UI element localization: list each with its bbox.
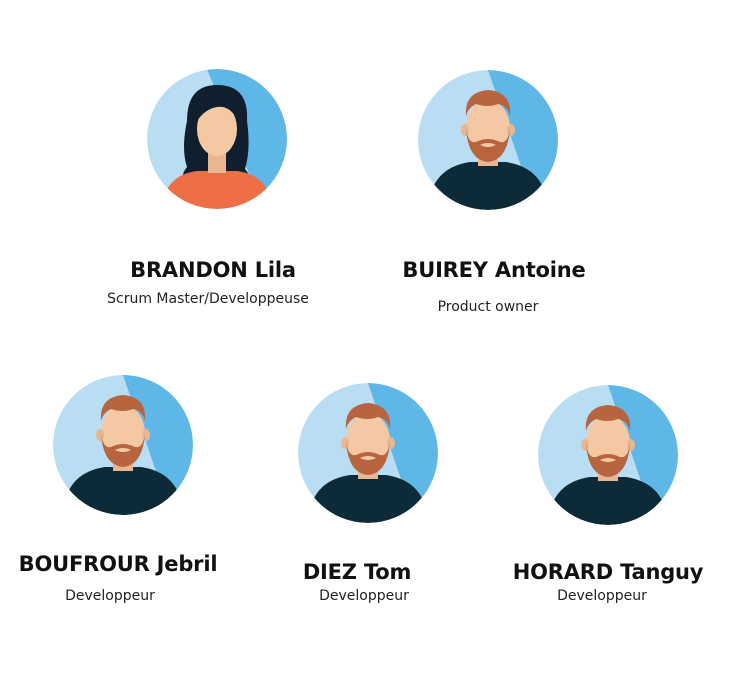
member-name: BUIREY Antoine: [402, 258, 586, 282]
male-bearded-avatar-icon: [418, 70, 558, 210]
female-avatar-icon: [147, 69, 287, 209]
member-role: Developpeur: [557, 588, 647, 604]
male-bearded-avatar-icon: [298, 383, 438, 523]
member-role: Product owner: [437, 299, 539, 315]
member-name: DIEZ Tom: [302, 560, 412, 584]
male-bearded-avatar-icon: [538, 385, 678, 525]
member-role: Developpeur: [319, 588, 409, 604]
member-name: BOUFROUR Jebril: [18, 552, 218, 576]
member-role: Developpeur: [65, 588, 155, 604]
member-name: HORARD Tanguy: [512, 560, 704, 584]
male-bearded-avatar-icon: [53, 375, 193, 515]
member-name: BRANDON Lila: [130, 258, 296, 282]
member-role: Scrum Master/Developpeuse: [107, 291, 309, 307]
